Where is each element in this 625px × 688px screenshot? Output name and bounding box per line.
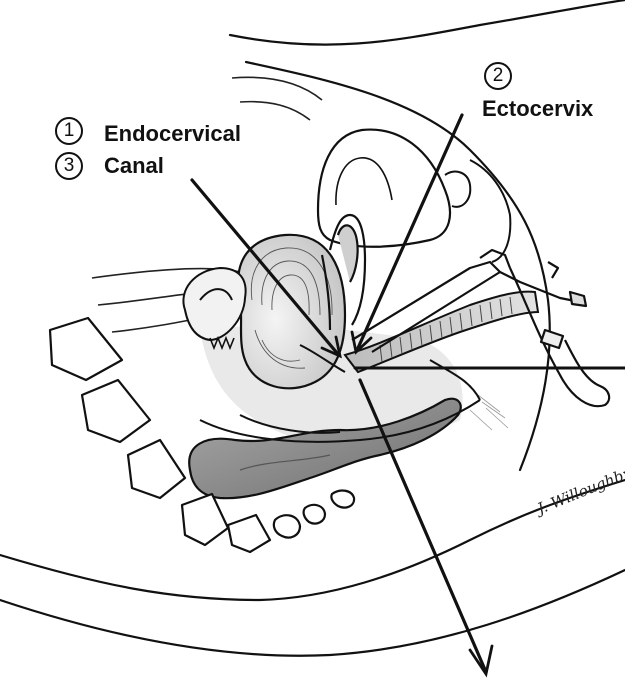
pubic-bone: [445, 160, 510, 262]
artist-signature: J. Willoughby: [532, 463, 625, 518]
label-ectocervix: Ectocervix: [482, 97, 593, 121]
marker-3: 3: [55, 152, 83, 180]
label-canal: Canal: [104, 154, 164, 178]
perineum-hatching: [470, 395, 508, 430]
label-endocervical: Endocervical: [104, 122, 241, 146]
marker-2: 2: [484, 62, 512, 90]
marker-1: 1: [55, 117, 83, 145]
